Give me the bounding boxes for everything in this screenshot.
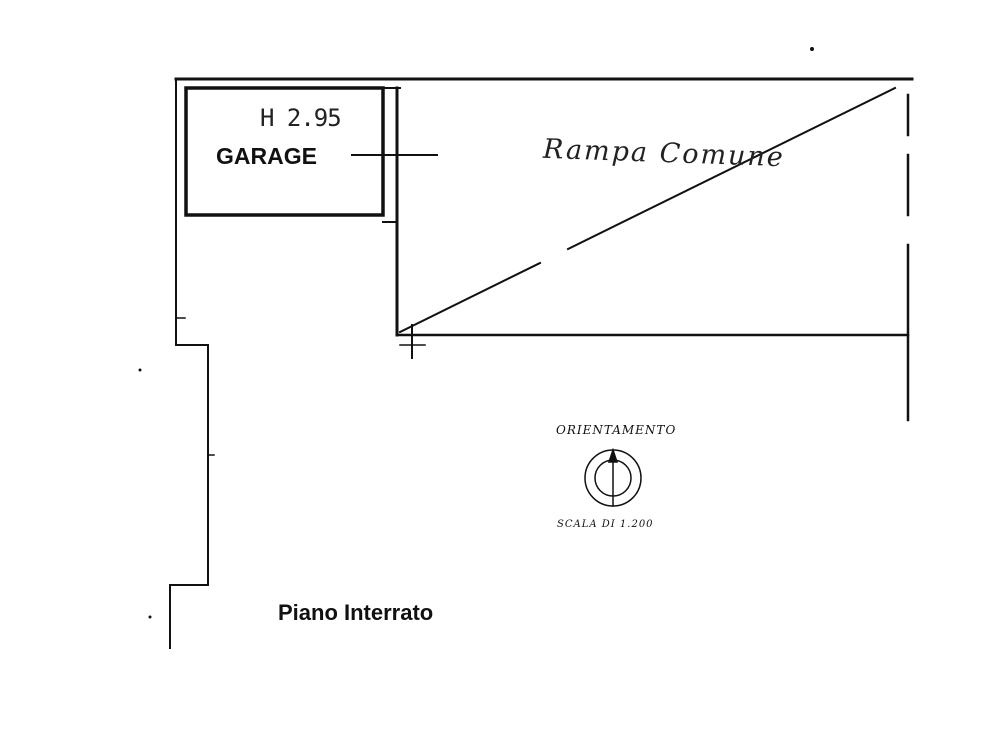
scale-label: SCALA DI 1.200 [557,519,654,530]
room-height-label: H 2.95 [260,104,342,132]
room-label-garage: GARAGE [216,143,317,169]
orientation-label: ORIENTAMENTO [556,423,677,437]
left-outer-wall [169,78,209,649]
garage-room [184,86,385,217]
ramp-diagonal [398,86,897,334]
floor-title: Piano Interrato [278,600,434,625]
compass-icon [584,447,642,507]
